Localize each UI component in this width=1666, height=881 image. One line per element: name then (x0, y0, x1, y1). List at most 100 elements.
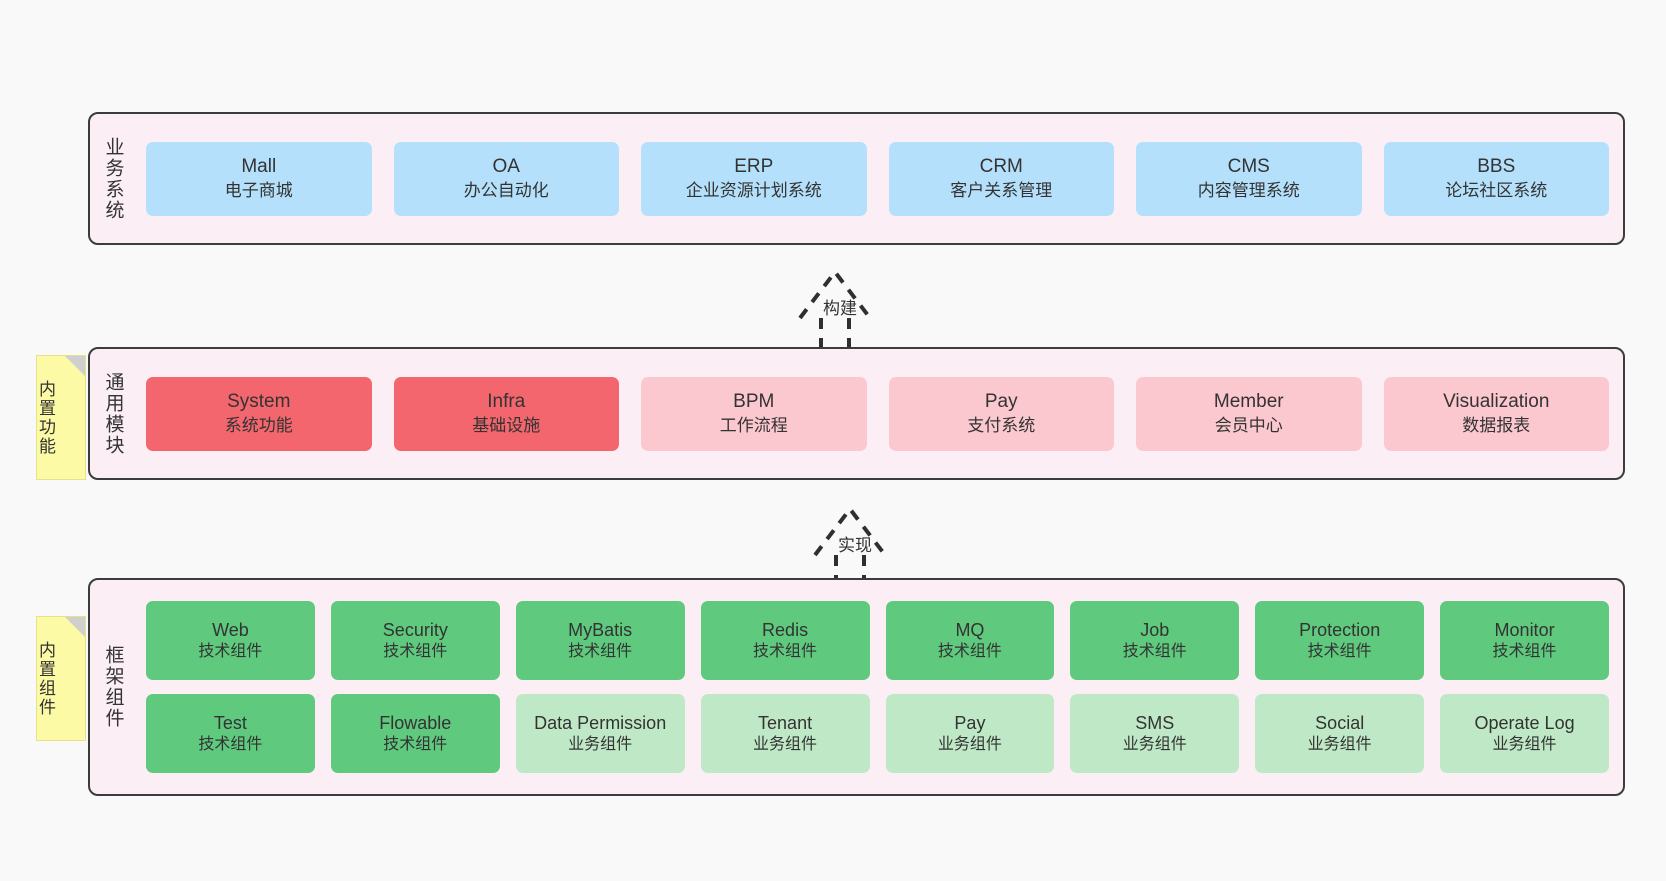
layer-title-business: 业务系统 (102, 136, 124, 221)
connector-label-build: 构建 (823, 299, 857, 318)
card-title: Social (1315, 712, 1365, 733)
card-erp[interactable]: ERP 企业资源计划系统 (641, 141, 867, 216)
card-subtitle: 数据报表 (1462, 415, 1531, 435)
card-title: Flowable (379, 712, 452, 733)
layer-body-framework: Web 技术组件 Security 技术组件 MyBatis 技术组件 Redi… (136, 580, 1623, 794)
card-system[interactable]: System 系统功能 (146, 376, 372, 451)
card-title: Pay (984, 391, 1018, 413)
note-fold-corner-icon (65, 617, 85, 637)
card-subtitle: 系统功能 (224, 415, 293, 435)
card-subtitle: 技术组件 (1122, 642, 1187, 660)
card-title: ERP (734, 156, 774, 178)
card-subtitle: 业务组件 (1122, 735, 1187, 753)
card-title: Protection (1299, 619, 1381, 640)
note-builtin-component: 内置组件 (36, 616, 86, 741)
card-title: Security (382, 619, 448, 640)
card-title: BPM (733, 391, 775, 413)
card-title: Operate Log (1474, 712, 1575, 733)
layer-framework-components: 框架组件 Web 技术组件 Security 技术组件 MyBatis 技术组件… (88, 578, 1625, 796)
card-subtitle: 支付系统 (967, 415, 1036, 435)
card-title: BBS (1477, 156, 1516, 178)
card-subtitle: 内容管理系统 (1197, 180, 1300, 200)
note-label: 内置功能 (36, 379, 55, 456)
card-title: System (227, 391, 291, 413)
layer-body-modules: System 系统功能 Infra 基础设施 BPM 工作流程 Pay 支付系统… (136, 349, 1623, 478)
card-subtitle: 电子商城 (224, 180, 293, 200)
card-protection[interactable]: Protection 技术组件 (1255, 601, 1425, 680)
card-subtitle: 工作流程 (719, 415, 788, 435)
card-title: Monitor (1494, 619, 1555, 640)
card-title: CRM (979, 156, 1023, 178)
card-web[interactable]: Web 技术组件 (146, 601, 315, 680)
card-mall[interactable]: Mall 电子商城 (146, 141, 372, 216)
card-subtitle: 业务组件 (568, 735, 633, 753)
card-subtitle: 技术组件 (937, 642, 1002, 660)
card-subtitle: 业务组件 (1492, 735, 1557, 753)
card-subtitle: 技术组件 (753, 642, 818, 660)
card-social[interactable]: Social 业务组件 (1255, 694, 1425, 773)
card-mybatis[interactable]: MyBatis 技术组件 (515, 601, 685, 680)
card-operate-log[interactable]: Operate Log 业务组件 (1440, 694, 1609, 773)
card-subtitle: 客户关系管理 (950, 180, 1053, 200)
card-tenant[interactable]: Tenant 业务组件 (700, 694, 870, 773)
card-subtitle: 技术组件 (383, 642, 448, 660)
connector-build: 构建 (745, 258, 925, 348)
card-title: Visualization (1443, 391, 1550, 413)
connector-label-implement: 实现 (838, 536, 872, 555)
card-data-permission[interactable]: Data Permission 业务组件 (515, 694, 685, 773)
card-subtitle: 论坛社区系统 (1445, 180, 1548, 200)
card-title: OA (492, 156, 520, 178)
card-title: MyBatis (568, 619, 633, 640)
card-title: MQ (955, 619, 985, 640)
card-visualization[interactable]: Visualization 数据报表 (1383, 376, 1609, 451)
generalization-arrow-icon (798, 268, 872, 348)
layer-business-systems: 业务系统 Mall 电子商城 OA 办公自动化 ERP 企业资源计划系统 CRM… (88, 112, 1625, 245)
card-subtitle: 企业资源计划系统 (685, 180, 822, 200)
card-subtitle: 业务组件 (753, 735, 818, 753)
card-subtitle: 技术组件 (1492, 642, 1557, 660)
framework-business-row: Test 技术组件 Flowable 技术组件 Data Permission … (146, 694, 1609, 773)
framework-tech-row: Web 技术组件 Security 技术组件 MyBatis 技术组件 Redi… (146, 601, 1609, 680)
card-mq[interactable]: MQ 技术组件 (885, 601, 1055, 680)
card-title: Web (212, 619, 249, 640)
card-title: CMS (1227, 156, 1270, 178)
card-oa[interactable]: OA 办公自动化 (393, 141, 619, 216)
card-flowable[interactable]: Flowable 技术组件 (330, 694, 500, 773)
layer-title-framework: 框架组件 (102, 645, 124, 729)
layer-body-business: Mall 电子商城 OA 办公自动化 ERP 企业资源计划系统 CRM 客户关系… (136, 114, 1623, 243)
card-title: Data Permission (534, 712, 667, 733)
card-sms[interactable]: SMS 业务组件 (1070, 694, 1240, 773)
card-subtitle: 技术组件 (1307, 642, 1372, 660)
card-title: Redis (762, 619, 809, 640)
card-subtitle: 技术组件 (198, 735, 263, 753)
card-subtitle: 业务组件 (937, 735, 1002, 753)
layer-common-modules: 通用模块 System 系统功能 Infra 基础设施 BPM 工作流程 Pay… (88, 347, 1625, 480)
card-infra[interactable]: Infra 基础设施 (393, 376, 619, 451)
card-security[interactable]: Security 技术组件 (330, 601, 500, 680)
card-monitor[interactable]: Monitor 技术组件 (1440, 601, 1609, 680)
card-title: Tenant (758, 712, 813, 733)
card-redis[interactable]: Redis 技术组件 (700, 601, 870, 680)
card-member[interactable]: Member 会员中心 (1136, 376, 1362, 451)
card-pay-component[interactable]: Pay 业务组件 (885, 694, 1055, 773)
business-systems-row: Mall 电子商城 OA 办公自动化 ERP 企业资源计划系统 CRM 客户关系… (146, 141, 1609, 216)
card-bbs[interactable]: BBS 论坛社区系统 (1383, 141, 1609, 216)
card-job[interactable]: Job 技术组件 (1070, 601, 1240, 680)
card-crm[interactable]: CRM 客户关系管理 (888, 141, 1114, 216)
card-subtitle: 技术组件 (568, 642, 633, 660)
note-fold-corner-icon (65, 356, 85, 376)
card-test[interactable]: Test 技术组件 (146, 694, 315, 773)
note-builtin-function: 内置功能 (36, 355, 86, 480)
note-label: 内置组件 (36, 640, 55, 717)
card-title: Job (1140, 619, 1170, 640)
card-cms[interactable]: CMS 内容管理系统 (1136, 141, 1362, 216)
layer-title-modules: 通用模块 (102, 371, 124, 456)
common-modules-row: System 系统功能 Infra 基础设施 BPM 工作流程 Pay 支付系统… (146, 376, 1609, 451)
card-pay-module[interactable]: Pay 支付系统 (888, 376, 1114, 451)
card-bpm[interactable]: BPM 工作流程 (641, 376, 867, 451)
card-subtitle: 技术组件 (383, 735, 448, 753)
card-subtitle: 技术组件 (198, 642, 263, 660)
card-subtitle: 办公自动化 (463, 180, 549, 200)
card-subtitle: 基础设施 (472, 415, 541, 435)
